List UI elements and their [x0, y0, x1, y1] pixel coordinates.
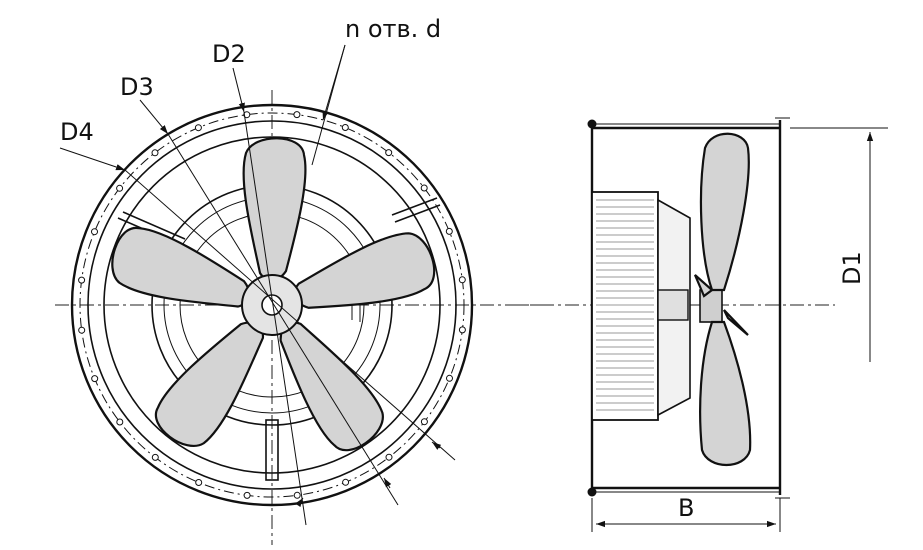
bolt-hole [420, 418, 428, 426]
bolt-hole [342, 478, 350, 486]
bolt-hole [445, 227, 453, 235]
d1-label: D1 [838, 251, 866, 285]
d4-label: D4 [60, 118, 94, 146]
bolt-hole [195, 479, 203, 486]
motor-shaft [657, 289, 689, 321]
flange-bolt-top [587, 119, 597, 129]
bolt-hole [78, 276, 86, 284]
d2-label: D2 [212, 40, 246, 68]
bolt-hole [243, 111, 251, 119]
dimension-leaders [59, 44, 456, 526]
flange-inner-ring [87, 120, 457, 490]
blade-1 [242, 137, 307, 282]
bolt-hole [116, 184, 124, 192]
side-blade-top [699, 132, 750, 292]
side-blade-tip-b [723, 309, 749, 336]
bolt-hole [194, 124, 202, 132]
bolt-hole [385, 149, 393, 157]
holes-label: n отв. d [345, 15, 441, 43]
bolt-hole [446, 374, 453, 382]
bolt-holes [78, 111, 466, 499]
bolt-hole [458, 276, 466, 284]
side-blade-tip-a [693, 274, 714, 298]
d3-label: D3 [120, 73, 154, 101]
bolt-hole [385, 453, 393, 461]
bolt-hole [293, 111, 301, 119]
bolt-hole [78, 326, 86, 334]
bolt-hole [458, 326, 466, 334]
bolt-circle [79, 112, 465, 498]
bolt-hole [116, 418, 124, 426]
bolt-hole [420, 184, 428, 192]
housing-inner-ring [103, 136, 441, 474]
bolt-hole [151, 149, 159, 157]
b-label: B [678, 494, 694, 522]
motor-hatching [596, 199, 654, 411]
bolt-hole [91, 375, 99, 383]
side-view [515, 117, 888, 532]
flange-outer-ring [70, 103, 474, 507]
side-blade-bottom [699, 320, 752, 466]
front-view [55, 44, 540, 545]
motor-body [591, 191, 659, 421]
bolt-hole [151, 453, 159, 461]
flange-bolt-bottom [587, 487, 597, 497]
bolt-hole [293, 491, 301, 499]
bolt-hole [243, 491, 251, 499]
bolt-hole [341, 124, 349, 131]
bolt-hole [91, 228, 98, 236]
